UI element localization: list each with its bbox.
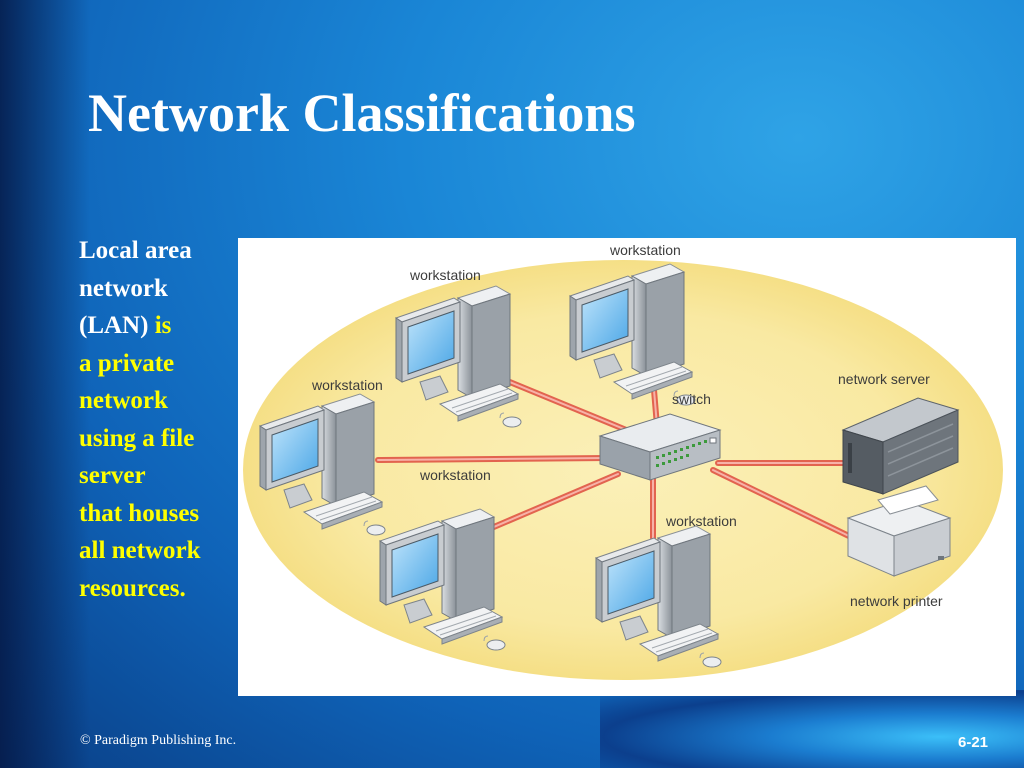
copyright-notice: © Paradigm Publishing Inc. xyxy=(80,733,237,748)
network-printer-icon xyxy=(846,485,952,577)
background-edge-shade xyxy=(0,0,90,768)
slide-title: Network Classifications xyxy=(88,83,636,143)
body-line-highlight: is xyxy=(154,312,172,339)
body-line-highlight: all network xyxy=(79,537,201,564)
network-server-icon xyxy=(841,397,960,495)
body-line: Local area xyxy=(79,237,192,264)
label-workstation: workstation xyxy=(609,242,681,258)
body-line: (LAN) is xyxy=(79,307,239,345)
label-network-server: network server xyxy=(838,371,930,387)
switch-icon xyxy=(598,413,722,481)
body-line: network xyxy=(79,274,168,302)
body-line-highlight: network xyxy=(79,387,168,414)
lan-diagram: workstation workstation workstation work… xyxy=(238,238,1016,696)
label-workstation: workstation xyxy=(419,467,491,483)
slide-body-text: Local area network (LAN) is a private ne… xyxy=(79,232,239,607)
body-line-highlight: server xyxy=(79,462,146,489)
label-workstation: workstation xyxy=(409,267,481,283)
body-line-highlight: a private xyxy=(79,349,175,377)
slide-number: 6-21 xyxy=(958,734,989,751)
body-line-highlight: that houses xyxy=(79,499,200,527)
label-workstation: workstation xyxy=(311,377,383,393)
label-network-printer: network printer xyxy=(850,593,943,609)
body-line-white: (LAN) xyxy=(79,312,149,339)
background-light-streak xyxy=(600,690,1024,768)
body-line-highlight: using a file xyxy=(79,424,195,452)
body-line-highlight: resources. xyxy=(79,574,186,602)
label-workstation: workstation xyxy=(665,513,737,529)
label-switch: switch xyxy=(672,391,711,407)
